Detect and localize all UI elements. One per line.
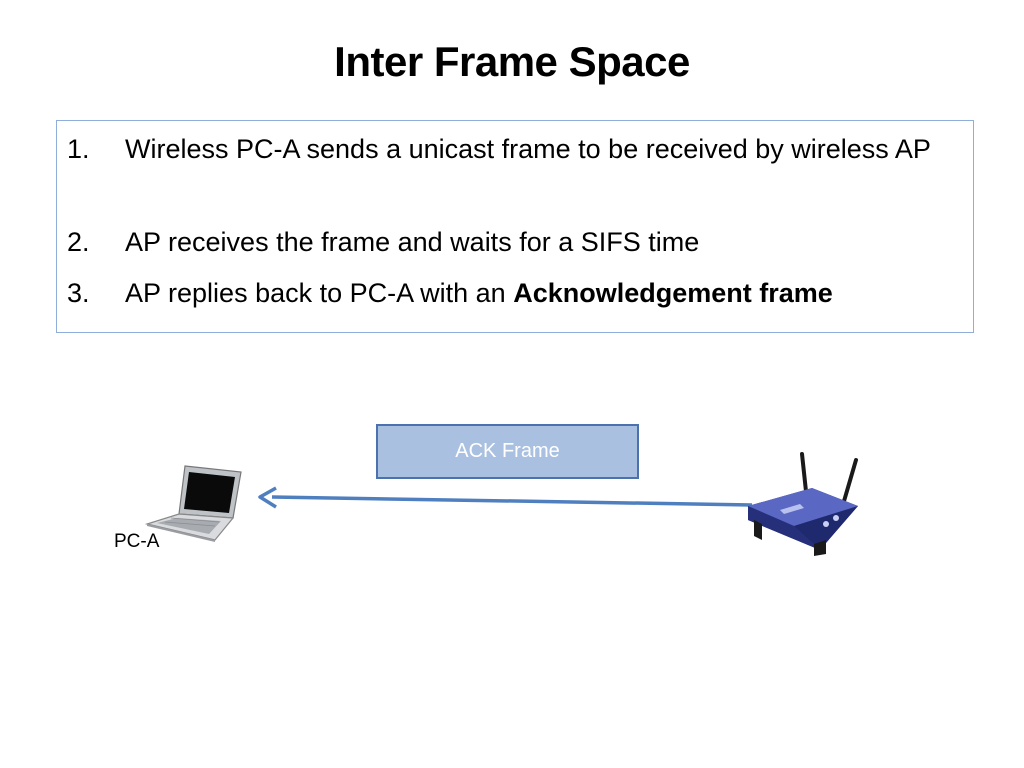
ack-frame-box: ACK Frame <box>376 424 639 479</box>
ack-frame-label: ACK Frame <box>455 440 560 462</box>
step-text: AP receives the frame and waits for a SI… <box>125 227 700 257</box>
step-number: 1. <box>67 134 90 164</box>
laptop-icon <box>145 465 242 542</box>
step-item: 2. AP receives the frame and waits for a… <box>67 222 947 263</box>
step-text-regular: AP replies back to PC-A with an <box>125 278 514 308</box>
step-number: 2. <box>67 227 90 257</box>
step-text: AP replies back to PC-A with an Acknowle… <box>125 273 947 314</box>
slide-title: Inter Frame Space <box>334 38 690 85</box>
steps-box: 1. Wireless PC-A sends a unicast frame t… <box>56 120 974 333</box>
step-text-bold: Acknowledgement frame <box>513 278 833 308</box>
wireless-router-icon <box>748 452 858 556</box>
ack-arrow-line <box>271 495 753 507</box>
step-item: 1. Wireless PC-A sends a unicast frame t… <box>67 129 947 170</box>
step-item: 3. AP replies back to PC-A with an Ackno… <box>67 273 947 314</box>
step-text: Wireless PC-A sends a unicast frame to b… <box>125 134 931 164</box>
pc-a-label: PC-A <box>114 531 160 552</box>
ack-arrowhead <box>258 486 277 509</box>
step-number: 3. <box>67 278 90 308</box>
